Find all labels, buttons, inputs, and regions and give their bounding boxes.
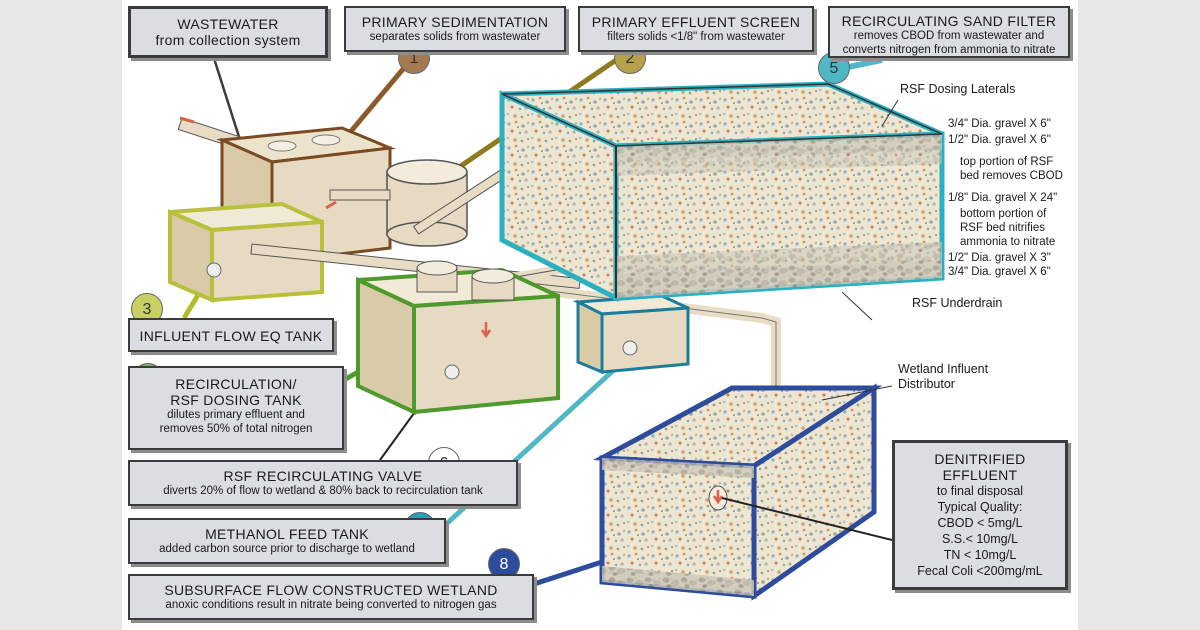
effluent-screen [325, 159, 468, 247]
leader-line-8 [533, 557, 609, 587]
rsf-callout-gravel-1-2-bottom: 1/2" Dia. gravel X 3" [948, 252, 1051, 264]
step-4-label: RECIRCULATION/ RSF DOSING TANK dilutes p… [128, 366, 344, 450]
rsf-callout-bottom-portion-3: ammonia to nitrate [960, 236, 1056, 248]
step-4-desc-line-2: removes 50% of total nitrogen [159, 423, 313, 435]
methanol-feed-tank [572, 294, 690, 375]
recirculation-tank [356, 260, 560, 416]
rsf-callout-bottom-portion-2: RSF bed nitrifies [960, 222, 1046, 234]
rsf-callout-gravel-1-8: 1/8" Dia. gravel X 24" [948, 192, 1058, 204]
step-4-desc-line-1: dilutes primary effluent and [167, 409, 305, 421]
recirculating-sand-filter [499, 81, 945, 303]
rsf-callout-top-portion-2: bed removes CBOD [960, 170, 1063, 182]
wetland-distributor-callout-line-1: Wetland Influent [898, 362, 989, 376]
rsf-callout-gravel-1-2-top: 1/2" Dia. gravel X 6" [948, 134, 1051, 146]
effluent-quality-ss: S.S.< 10mg/L [941, 532, 1019, 546]
step-7-desc: added carbon source prior to discharge t… [159, 543, 415, 555]
step-4-title-line-2: RSF DOSING TANK [170, 392, 302, 408]
rsf-callout-top-portion-1: top portion of RSF [960, 156, 1054, 168]
step-3-label: INFLUENT FLOW EQ TANK [128, 318, 334, 352]
step-4-title-line-1: RECIRCULATION/ [175, 376, 297, 392]
effluent-label: DENITRIFIED EFFLUENT to final disposal T… [892, 440, 1068, 590]
step-5-label: RECIRCULATING SAND FILTER removes CBOD f… [828, 6, 1070, 58]
rsf-callout-gravel-3-4-top: 3/4" Dia. gravel X 6" [948, 118, 1051, 130]
wastewater-title: WASTEWATER [177, 16, 279, 32]
wetland-distributor-callout-line-2: Distributor [898, 377, 955, 391]
step-2-desc: filters solids <1/8" from wastewater [607, 31, 785, 43]
rsf-callout-gravel-3-4-bottom: 3/4" Dia. gravel X 6" [948, 266, 1051, 278]
step-8-title: SUBSURFACE FLOW CONSTRUCTED WETLAND [164, 582, 498, 598]
leader-line-4 [342, 369, 360, 383]
step-3-title: INFLUENT FLOW EQ TANK [139, 328, 323, 344]
step-8-desc: anoxic conditions result in nitrate bein… [165, 599, 497, 611]
wastewater-subtitle: from collection system [155, 32, 301, 48]
rsf-callout-underdrain: RSF Underdrain [912, 296, 1003, 310]
step-6-desc: diverts 20% of flow to wetland & 80% bac… [163, 485, 483, 497]
step-8-label: SUBSURFACE FLOW CONSTRUCTED WETLAND anox… [128, 574, 534, 620]
effluent-quality-cbod: CBOD < 5mg/L [937, 516, 1023, 530]
step-7-label: METHANOL FEED TANK added carbon source p… [128, 518, 446, 564]
inlet-arrow [179, 116, 195, 124]
constructed-wetland [592, 383, 883, 601]
step-6-title: RSF RECIRCULATING VALVE [223, 468, 423, 484]
step-5-desc-line-1: removes CBOD from wastewater and [853, 30, 1045, 42]
step-7-title: METHANOL FEED TANK [205, 526, 369, 542]
rsf-callout-bottom-portion-1: bottom portion of [960, 208, 1047, 220]
step-1-label: PRIMARY SEDIMENTATION separates solids f… [344, 6, 566, 52]
wastewater-label: WASTEWATER from collection system [128, 6, 328, 58]
step-5-title: RECIRCULATING SAND FILTER [841, 13, 1057, 29]
step-5-desc-line-2: converts nitrogen from ammonia to nitrat… [842, 44, 1056, 56]
step-1-desc: separates solids from wastewater [369, 31, 541, 43]
step-2-title: PRIMARY EFFLUENT SCREEN [591, 14, 801, 30]
treatment-system-illustration [168, 51, 945, 601]
step-1-title: PRIMARY SEDIMENTATION [361, 14, 549, 30]
leader-line-wastewater [210, 51, 242, 141]
effluent-quality-title: Typical Quality: [937, 500, 1023, 514]
effluent-title-line-2: EFFLUENT [942, 467, 1018, 483]
step-6-label: RSF RECIRCULATING VALVE diverts 20% of f… [128, 460, 518, 506]
influent-eq-tank [168, 201, 324, 304]
leader-line-1 [340, 54, 416, 144]
diagram-canvas: 1 2 3 4 5 6 7 8 WASTEWATER from collecti… [122, 0, 1078, 630]
effluent-quality-fecal: Fecal Coli <200mg/mL [917, 564, 1043, 578]
effluent-title-line-1: DENITRIFIED [934, 451, 1026, 467]
effluent-quality-tn: TN < 10mg/L [943, 548, 1017, 562]
effluent-sub: to final disposal [936, 484, 1024, 498]
rsf-callout-dosing-laterals: RSF Dosing Laterals [900, 82, 1016, 96]
step-2-label: PRIMARY EFFLUENT SCREEN filters solids <… [578, 6, 814, 52]
